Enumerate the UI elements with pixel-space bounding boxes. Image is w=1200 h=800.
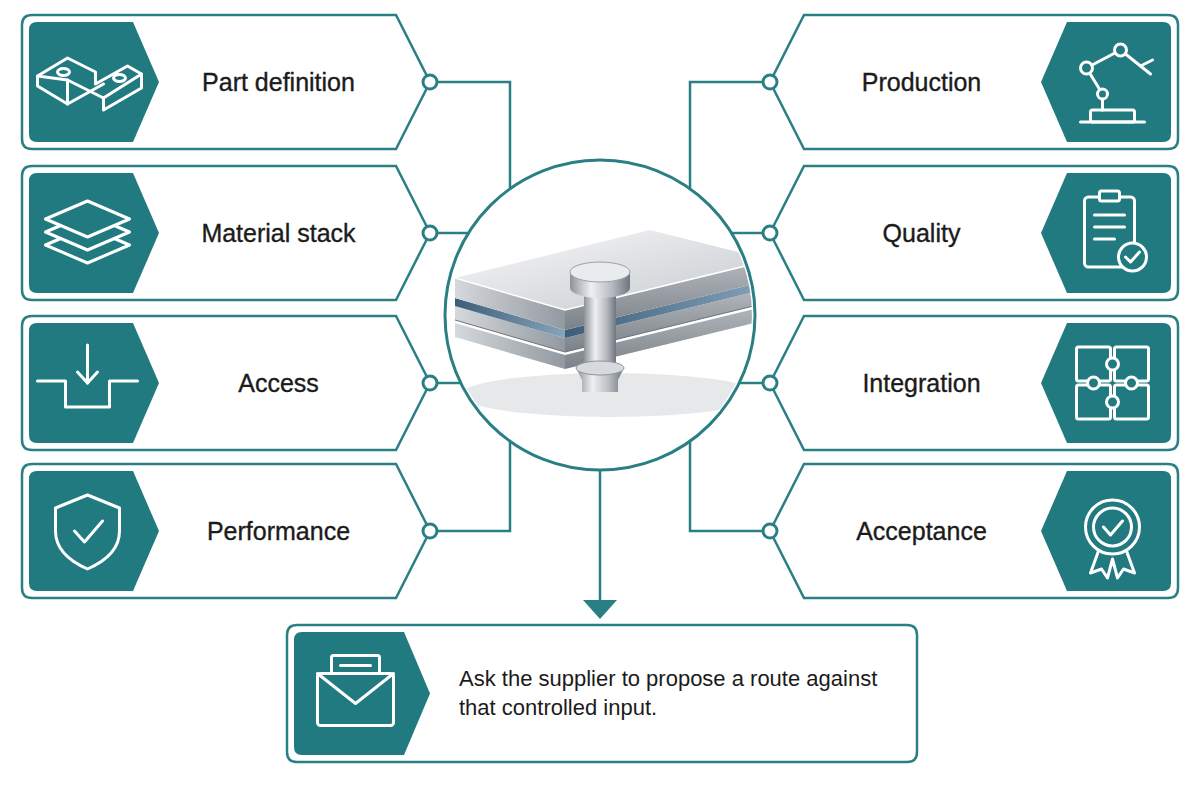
icon-panel <box>29 471 159 591</box>
box-label: Acceptance <box>808 464 1035 598</box>
box-border <box>22 316 430 450</box>
connector-dot <box>763 524 777 538</box>
icon-stroke <box>86 345 89 383</box>
box-label: Part definition <box>165 15 392 149</box>
icon-stroke <box>1098 89 1108 99</box>
fastener-collar-top <box>576 361 624 375</box>
joint-illustration <box>455 230 770 417</box>
icon-stroke <box>318 674 394 726</box>
box-border <box>22 15 430 149</box>
box-border <box>770 166 1178 300</box>
arrow-head <box>583 600 617 619</box>
icon-stroke <box>1104 521 1123 535</box>
connector-dot <box>763 226 777 240</box>
icon <box>1077 347 1149 419</box>
icon-stroke <box>75 521 103 542</box>
icon <box>38 58 142 110</box>
box-label: Material stack <box>165 166 392 300</box>
box-outline <box>287 625 917 762</box>
icon-stroke <box>1141 60 1153 74</box>
icon-stroke <box>1107 358 1119 370</box>
box-border <box>770 316 1178 450</box>
topic-box: Acceptance <box>770 464 1178 598</box>
icon-stroke <box>1126 377 1138 389</box>
icon-stroke <box>78 372 98 383</box>
leader-lines <box>430 82 770 603</box>
box-label: Performance <box>165 464 392 598</box>
icon-stroke <box>58 69 70 76</box>
icon-stroke <box>1088 377 1100 389</box>
icon-panel <box>1041 173 1171 293</box>
icon-stroke <box>1100 191 1120 201</box>
box-border <box>22 464 430 598</box>
icon-stroke <box>56 495 120 569</box>
box-border <box>770 15 1178 149</box>
topic-box: Material stack <box>22 166 430 300</box>
box-border <box>22 166 430 300</box>
icon-stroke <box>1095 215 1125 239</box>
icon <box>56 495 120 569</box>
plate-face <box>455 278 565 330</box>
icon-stroke <box>1107 396 1119 408</box>
connector-dot <box>423 524 437 538</box>
icon-stroke <box>68 74 142 110</box>
icon-panel <box>29 22 159 142</box>
icon <box>46 201 130 263</box>
icon-stroke <box>38 381 138 407</box>
topic-box: Production <box>770 15 1178 149</box>
topic-box: Access <box>22 316 430 450</box>
action-box: Ask the supplier to propose a route agai… <box>287 625 917 762</box>
icon-stroke <box>1119 243 1147 271</box>
icon-panel <box>1041 323 1171 443</box>
leader-line <box>690 82 770 189</box>
icon-panel <box>294 632 430 755</box>
leader-line <box>430 441 510 531</box>
icon <box>318 656 394 726</box>
icon-stroke <box>318 674 394 704</box>
topic-box: Part definition <box>22 15 430 149</box>
topic-box: Performance <box>22 464 430 598</box>
box-label: Production <box>808 15 1035 149</box>
icon-stroke <box>1094 508 1132 546</box>
connector-dot <box>423 226 437 240</box>
box-outline <box>22 316 430 450</box>
icon-stroke <box>1126 252 1140 262</box>
icon <box>38 345 138 407</box>
box-label: Quality <box>808 166 1035 300</box>
box-label: Access <box>165 316 392 450</box>
box-border <box>770 464 1178 598</box>
icon-stroke <box>1086 500 1140 554</box>
icon-panel <box>1041 471 1171 591</box>
connector-dot <box>423 75 437 89</box>
icon-stroke <box>1081 62 1093 74</box>
icon-stroke <box>114 75 126 82</box>
icon-stroke <box>46 201 130 237</box>
topic-box: Integration <box>770 316 1178 450</box>
connector-dot <box>763 75 777 89</box>
icon-stroke <box>38 76 68 104</box>
icon-stroke <box>1087 50 1141 110</box>
icon-panel <box>29 323 159 443</box>
flow-line <box>599 470 602 603</box>
box-outline <box>770 166 1178 300</box>
topic-box: Quality <box>770 166 1178 300</box>
icon <box>1085 191 1147 271</box>
icon-stroke <box>1091 110 1135 122</box>
action-text: Ask the supplier to propose a route agai… <box>459 625 893 762</box>
icon <box>1081 44 1153 122</box>
icon <box>1086 500 1140 578</box>
leader-line <box>690 441 770 531</box>
fastener-head-top <box>570 262 630 282</box>
icon-panel <box>1041 22 1171 142</box>
connector-dot <box>763 376 777 390</box>
leader-line <box>430 82 510 189</box>
icon-panel <box>29 173 159 293</box>
box-border <box>287 625 917 762</box>
fastener-shank <box>584 286 616 370</box>
connector-dot <box>423 376 437 390</box>
icon-stroke <box>1115 44 1127 56</box>
box-label: Integration <box>808 316 1035 450</box>
